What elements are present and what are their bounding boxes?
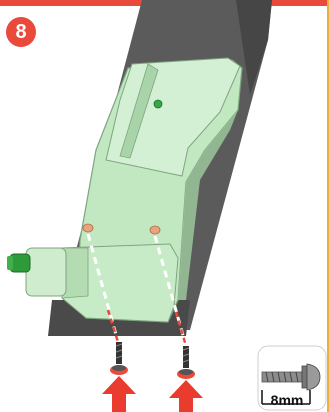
screw <box>110 342 128 375</box>
arrow-up <box>169 380 203 412</box>
knob <box>7 248 66 296</box>
arrow-up <box>102 376 136 412</box>
screw-size-label: 8mm <box>262 392 312 408</box>
screw <box>177 346 195 379</box>
step-number-badge: 8 <box>6 17 36 47</box>
